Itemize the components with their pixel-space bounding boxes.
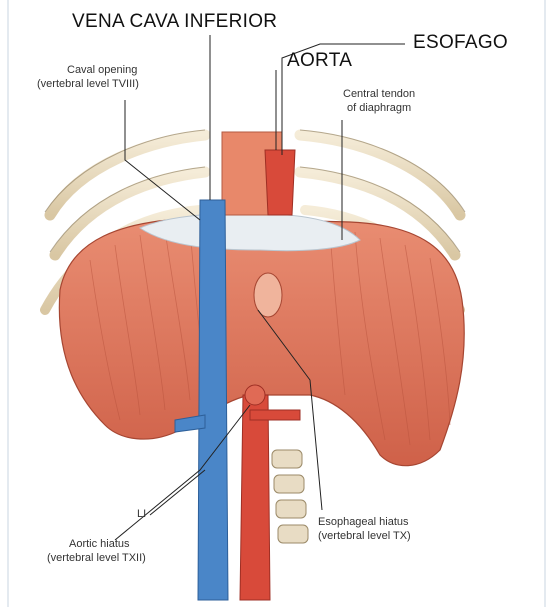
label-li: LI bbox=[137, 508, 146, 521]
label-central-tendon-line1: Central tendon bbox=[343, 88, 415, 101]
aorta-branch bbox=[250, 410, 300, 420]
aorta-descending bbox=[240, 395, 270, 600]
label-aortic-hiatus: Aortic hiatus bbox=[69, 538, 130, 551]
aortic-hiatus-opening bbox=[245, 385, 265, 405]
label-esophageal-hiatus-level: (vertebral level TX) bbox=[318, 530, 411, 543]
vena-cava bbox=[198, 200, 228, 600]
label-esophageal-hiatus: Esophageal hiatus bbox=[318, 516, 409, 529]
label-central-tendon-line2: of diaphragm bbox=[347, 102, 411, 115]
li-crus-line bbox=[150, 470, 205, 515]
label-aorta: AORTA bbox=[287, 50, 352, 72]
label-vena-cava-inferior: VENA CAVA INFERIOR bbox=[72, 11, 277, 33]
vertebrae bbox=[272, 450, 308, 543]
label-aortic-hiatus-level: (vertebral level TXII) bbox=[47, 552, 146, 565]
label-esofago: ESOFAGO bbox=[413, 32, 508, 54]
aorta-upper bbox=[265, 150, 295, 215]
label-caval-opening: Caval opening bbox=[67, 64, 137, 77]
label-caval-opening-level: (vertebral level TVIII) bbox=[37, 78, 139, 91]
